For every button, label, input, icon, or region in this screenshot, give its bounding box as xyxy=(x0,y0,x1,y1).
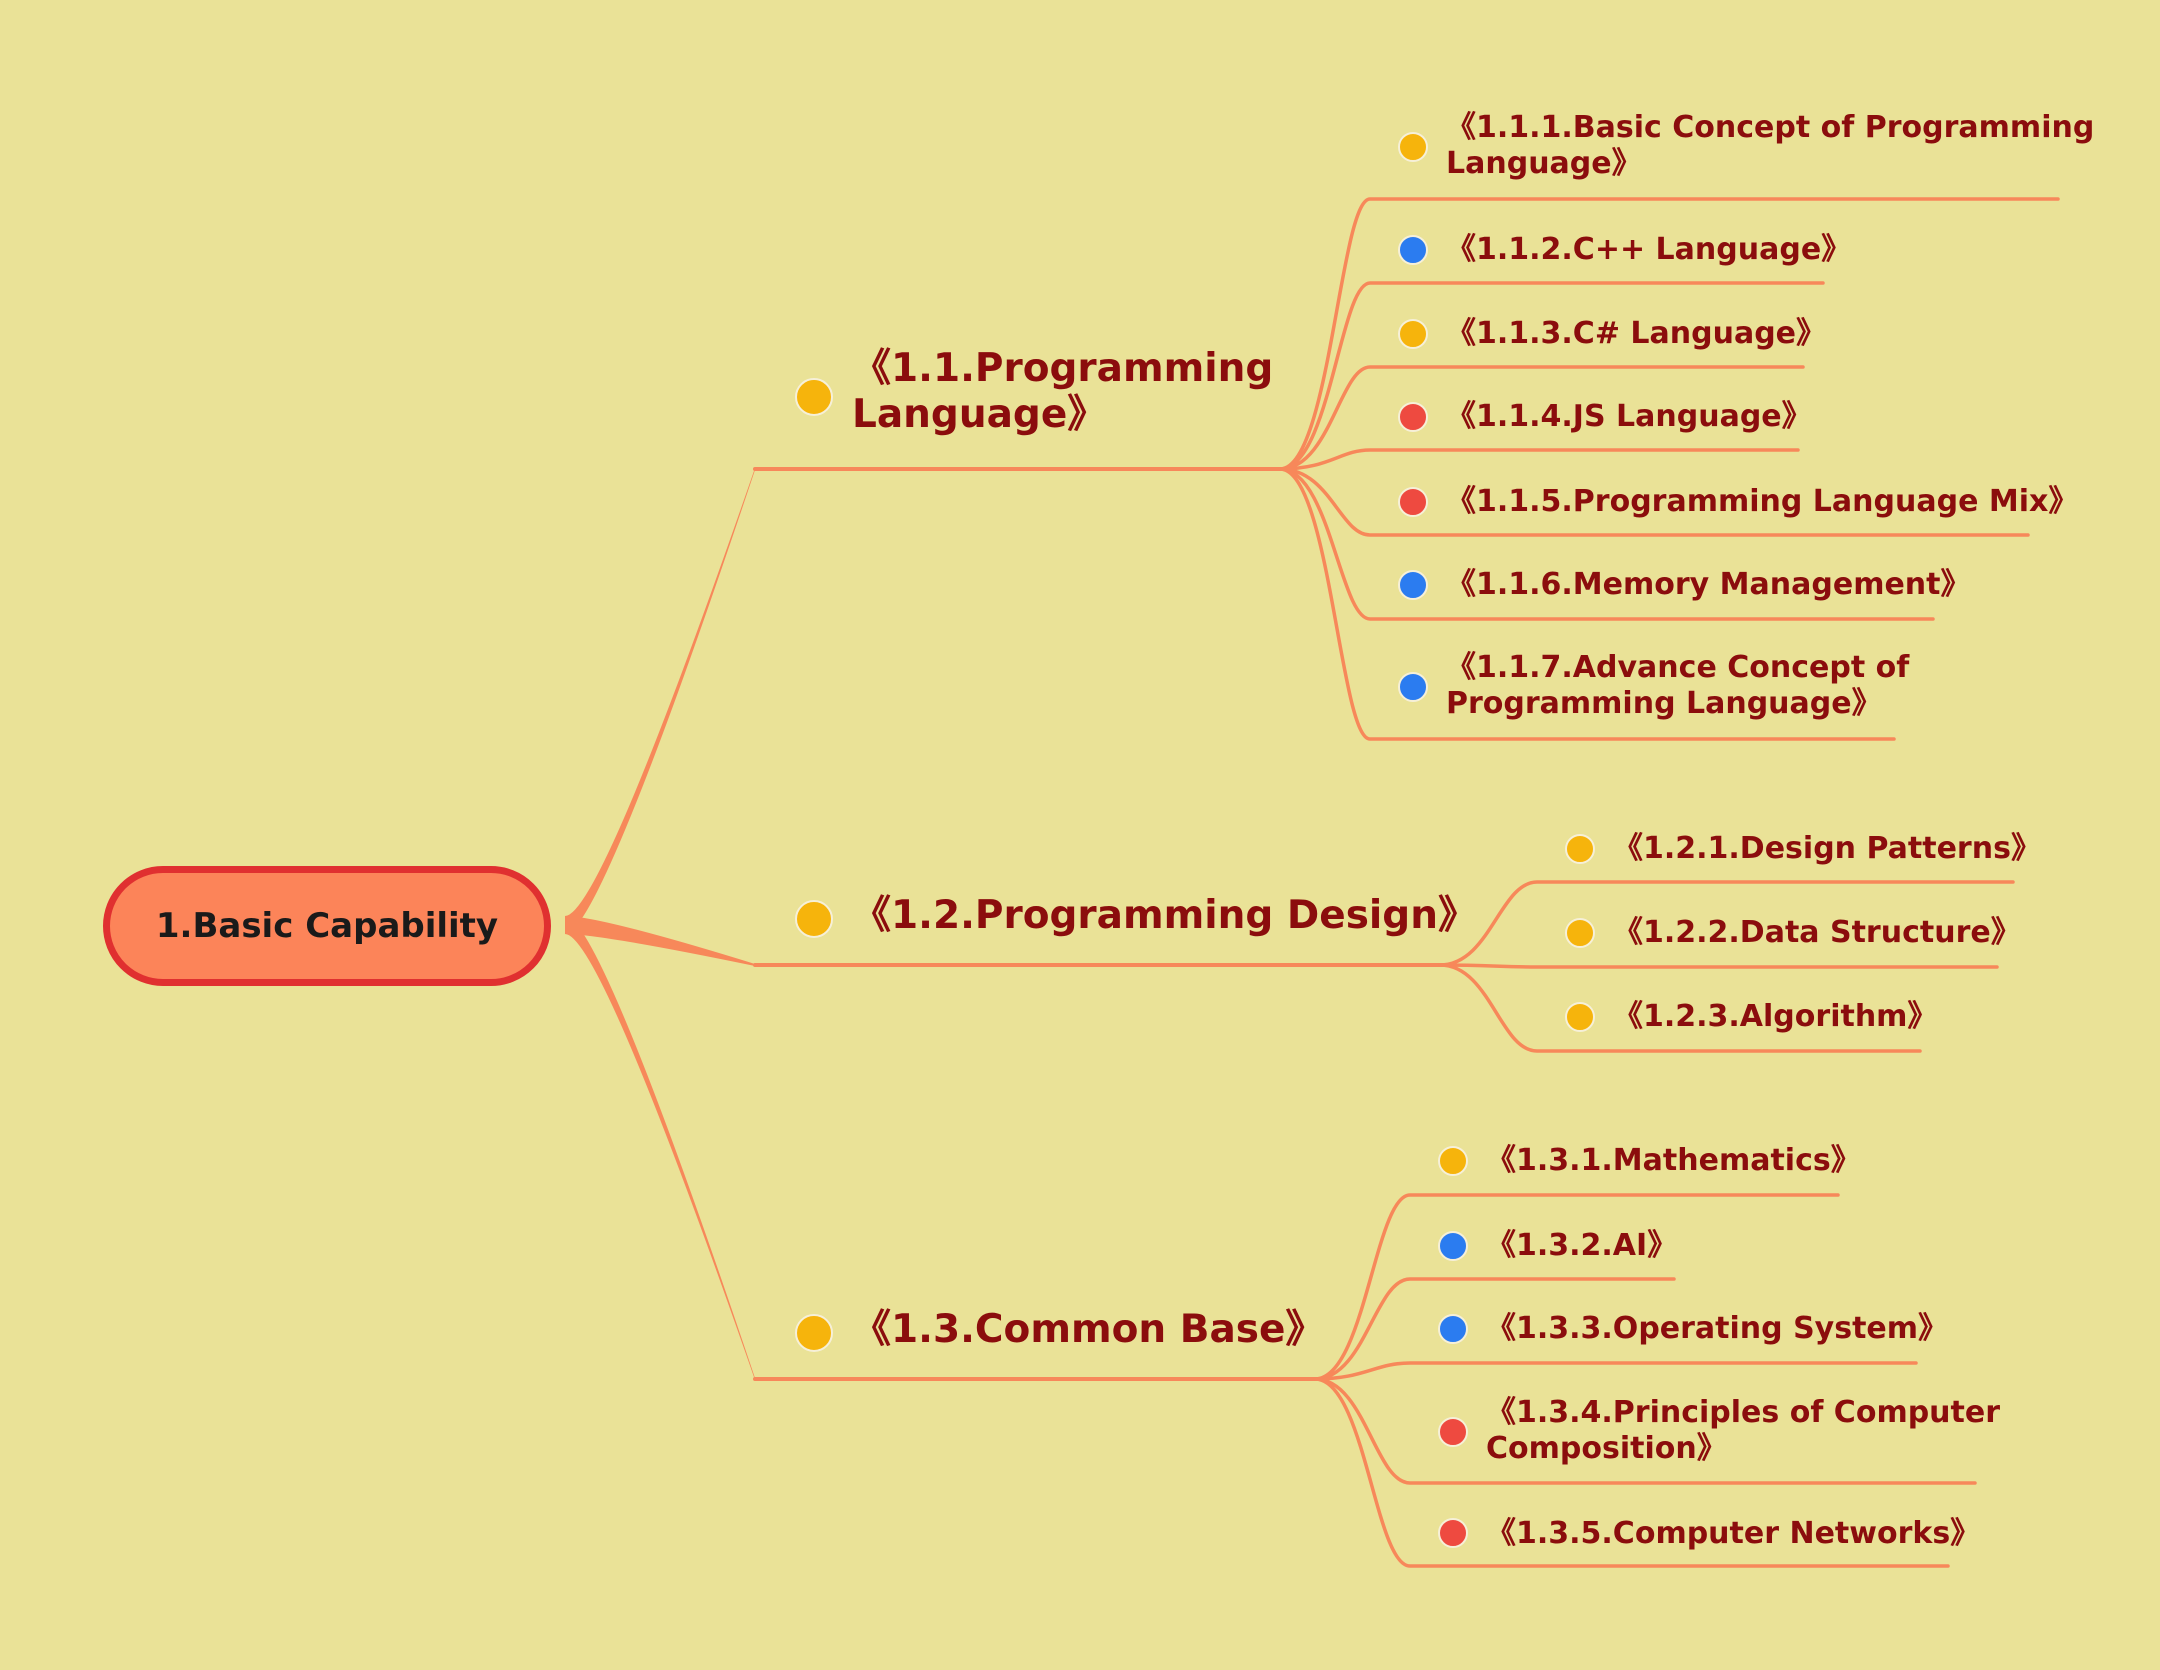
priority-dot-icon xyxy=(1438,1146,1468,1176)
leaf-label: 《1.3.3.Operating System》 xyxy=(1486,1311,1949,1346)
priority-dot-icon xyxy=(1438,1417,1468,1447)
root-connector-2 xyxy=(565,916,755,966)
leaf-connector-1-5 xyxy=(1278,467,2030,537)
leaf-node-3-5[interactable]: 《1.3.5.Computer Networks》 xyxy=(1486,1516,1980,1552)
leaf-connector-1-2 xyxy=(1278,281,1825,471)
leaf-connector-1-1 xyxy=(1278,197,2060,471)
leaf-label: 《1.3.4.Principles of Computer Compositio… xyxy=(1486,1395,2001,1466)
leaf-connector-2-2 xyxy=(1438,963,1999,969)
leaf-node-2-2[interactable]: 《1.2.2.Data Structure》 xyxy=(1613,915,2021,951)
leaf-connector-1-6 xyxy=(1278,467,1935,621)
root-connector-3 xyxy=(565,916,755,1380)
branch-label: 《1.3.Common Base》 xyxy=(852,1307,1325,1352)
root-connector-1 xyxy=(565,468,755,934)
leaf-label: 《1.1.2.C++ Language》 xyxy=(1446,232,1852,267)
branch-node-2[interactable]: 《1.2.Programming Design》 xyxy=(852,893,1477,939)
priority-dot-icon xyxy=(1398,402,1428,432)
leaf-label: 《1.3.5.Computer Networks》 xyxy=(1486,1516,1981,1551)
leaf-node-1-2[interactable]: 《1.1.2.C++ Language》 xyxy=(1446,232,1851,268)
root-node-label: 1.Basic Capability xyxy=(155,906,499,946)
leaf-label: 《1.2.2.Data Structure》 xyxy=(1613,915,2021,950)
leaf-label: 《1.3.1.Mathematics》 xyxy=(1486,1143,1861,1178)
leaf-label: 《1.1.5.Programming Language Mix》 xyxy=(1446,484,2079,519)
leaf-label: 《1.1.4.JS Language》 xyxy=(1446,399,1812,434)
leaf-connector-2-1 xyxy=(1438,880,2015,967)
leaf-node-1-6[interactable]: 《1.1.6.Memory Management》 xyxy=(1446,567,1971,603)
leaf-connector-3-3 xyxy=(1313,1361,1918,1381)
leaf-connector-2-3 xyxy=(1438,963,1922,1053)
leaf-connector-3-2 xyxy=(1313,1277,1676,1381)
leaf-node-1-7[interactable]: 《1.1.7.Advance Concept of Programming La… xyxy=(1446,650,1909,722)
priority-dot-icon xyxy=(795,1314,833,1352)
leaf-node-1-1[interactable]: 《1.1.1.Basic Concept of Programming Lang… xyxy=(1446,110,2094,182)
branch-node-1[interactable]: 《1.1.Programming Language》 xyxy=(852,346,1273,438)
leaf-label: 《1.1.6.Memory Management》 xyxy=(1446,567,1971,602)
priority-dot-icon xyxy=(1438,1231,1468,1261)
leaf-node-3-2[interactable]: 《1.3.2.AI》 xyxy=(1486,1228,1677,1264)
leaf-node-1-3[interactable]: 《1.1.3.C# Language》 xyxy=(1446,316,1826,352)
priority-dot-icon xyxy=(1398,235,1428,265)
priority-dot-icon xyxy=(1398,672,1428,702)
priority-dot-icon xyxy=(795,900,833,938)
leaf-label: 《1.2.1.Design Patterns》 xyxy=(1613,831,2041,866)
priority-dot-icon xyxy=(1565,834,1595,864)
leaf-label: 《1.1.1.Basic Concept of Programming Lang… xyxy=(1446,110,2095,181)
leaf-label: 《1.3.2.AI》 xyxy=(1486,1228,1678,1263)
leaf-label: 《1.1.3.C# Language》 xyxy=(1446,316,1827,351)
leaf-connector-1-3 xyxy=(1278,365,1805,471)
leaf-label: 《1.1.7.Advance Concept of Programming La… xyxy=(1446,650,1910,721)
branch-node-3[interactable]: 《1.3.Common Base》 xyxy=(852,1307,1324,1353)
leaf-node-3-3[interactable]: 《1.3.3.Operating System》 xyxy=(1486,1311,1948,1347)
leaf-node-3-4[interactable]: 《1.3.4.Principles of Computer Compositio… xyxy=(1486,1395,2000,1467)
leaf-label: 《1.2.3.Algorithm》 xyxy=(1613,999,1938,1034)
leaf-connector-1-4 xyxy=(1278,448,1800,471)
priority-dot-icon xyxy=(1398,132,1428,162)
leaf-connector-1-7 xyxy=(1278,467,1896,741)
priority-dot-icon xyxy=(1398,319,1428,349)
priority-dot-icon xyxy=(1565,1002,1595,1032)
leaf-node-1-4[interactable]: 《1.1.4.JS Language》 xyxy=(1446,399,1812,435)
leaf-connector-3-5 xyxy=(1313,1377,1950,1568)
priority-dot-icon xyxy=(1438,1518,1468,1548)
leaf-connector-3-4 xyxy=(1313,1377,1977,1485)
priority-dot-icon xyxy=(795,378,833,416)
priority-dot-icon xyxy=(1398,570,1428,600)
leaf-node-1-5[interactable]: 《1.1.5.Programming Language Mix》 xyxy=(1446,484,2078,520)
leaf-node-2-3[interactable]: 《1.2.3.Algorithm》 xyxy=(1613,999,1937,1035)
priority-dot-icon xyxy=(1565,918,1595,948)
priority-dot-icon xyxy=(1438,1314,1468,1344)
leaf-node-3-1[interactable]: 《1.3.1.Mathematics》 xyxy=(1486,1143,1861,1179)
branch-label: 《1.2.Programming Design》 xyxy=(852,893,1477,938)
leaf-connector-3-1 xyxy=(1313,1193,1840,1381)
branch-label: 《1.1.Programming Language》 xyxy=(852,346,1274,437)
root-node[interactable]: 1.Basic Capability xyxy=(103,866,551,986)
leaf-node-2-1[interactable]: 《1.2.1.Design Patterns》 xyxy=(1613,831,2041,867)
priority-dot-icon xyxy=(1398,487,1428,517)
